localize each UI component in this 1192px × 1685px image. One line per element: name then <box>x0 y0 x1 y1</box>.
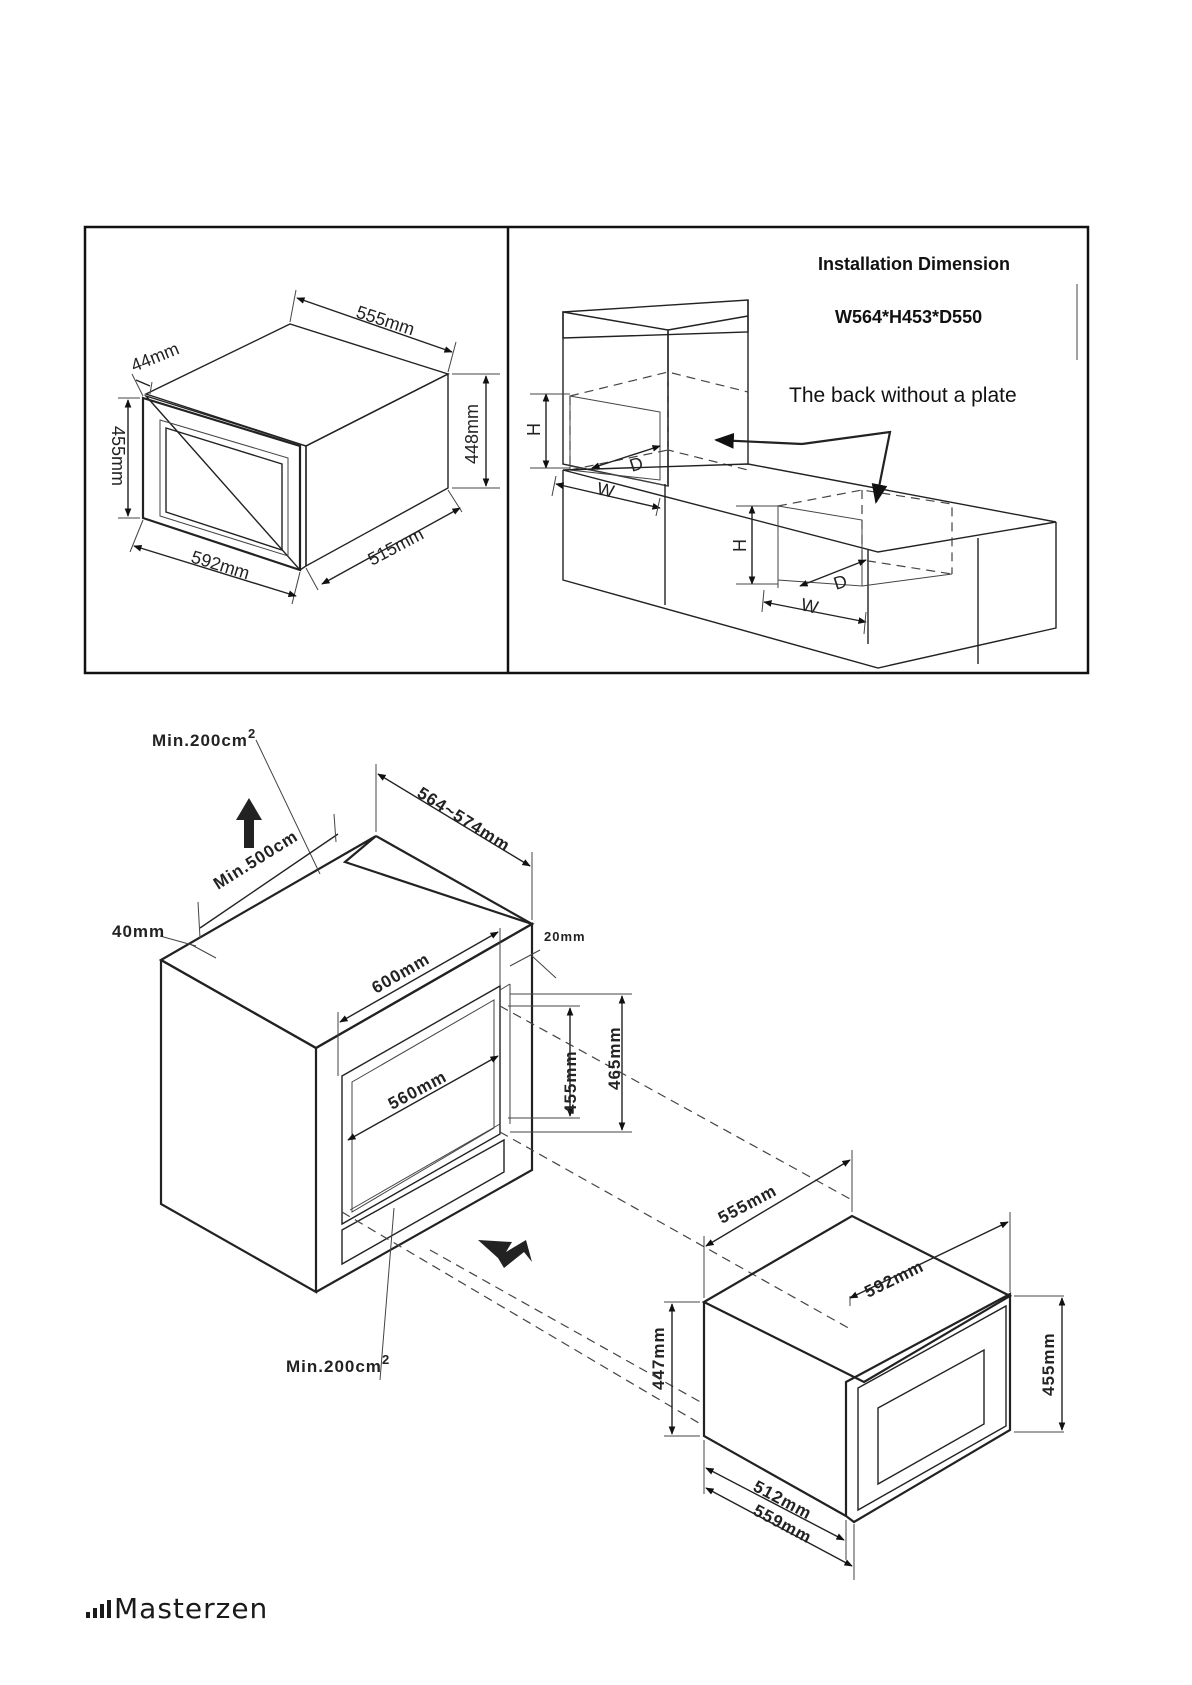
unit-label-height-side: 447mm <box>649 1326 668 1390</box>
label-width-range: 564~574mm <box>414 783 514 855</box>
vent-bottom-label: Min.200cm2 <box>286 1352 390 1376</box>
installation-dimension-value: W564*H453*D550 <box>835 307 982 327</box>
letter-h-lower: H <box>730 539 750 552</box>
svg-text:Min.200cm2: Min.200cm2 <box>152 726 256 750</box>
letter-w-lower: W <box>799 594 820 617</box>
letter-h-upper: H <box>524 423 544 436</box>
vent-top-label: Min.200cm2 <box>152 726 256 750</box>
installation-dimension-title: Installation Dimension <box>818 254 1010 274</box>
letter-d-upper: D <box>627 453 646 476</box>
appliance-dimension-drawing <box>118 290 500 604</box>
label-height-465: 465mm <box>605 1026 624 1090</box>
label-width-front: 592mm <box>189 547 252 584</box>
label-depth-bottom: 515mm <box>364 524 426 570</box>
back-plate-note: The back without a plate <box>789 384 1017 407</box>
label-width-560: 560mm <box>385 1067 450 1114</box>
brand-name: Masterzen <box>114 1592 268 1625</box>
svg-text:Min.200cm2: Min.200cm2 <box>286 1352 390 1376</box>
brand-logo: Masterzen <box>86 1592 268 1625</box>
label-height-455: 455mm <box>561 1050 580 1114</box>
label-height-front: 455mm <box>108 426 128 486</box>
label-depth-top: 555mm <box>354 302 417 340</box>
letter-w-upper: W <box>595 478 616 501</box>
label-width-600: 600mm <box>369 949 434 997</box>
label-height-side: 448mm <box>462 404 482 464</box>
label-door-thickness: 44mm <box>128 338 182 375</box>
unit-label-width: 592mm <box>861 1257 927 1302</box>
unit-label-height-front: 455mm <box>1039 1332 1058 1396</box>
label-gap-20: 20mm <box>544 929 586 944</box>
label-min-500: Min.500cm <box>210 826 301 893</box>
letter-d-lower: D <box>831 571 850 594</box>
label-gap-40: 40mm <box>112 922 165 941</box>
